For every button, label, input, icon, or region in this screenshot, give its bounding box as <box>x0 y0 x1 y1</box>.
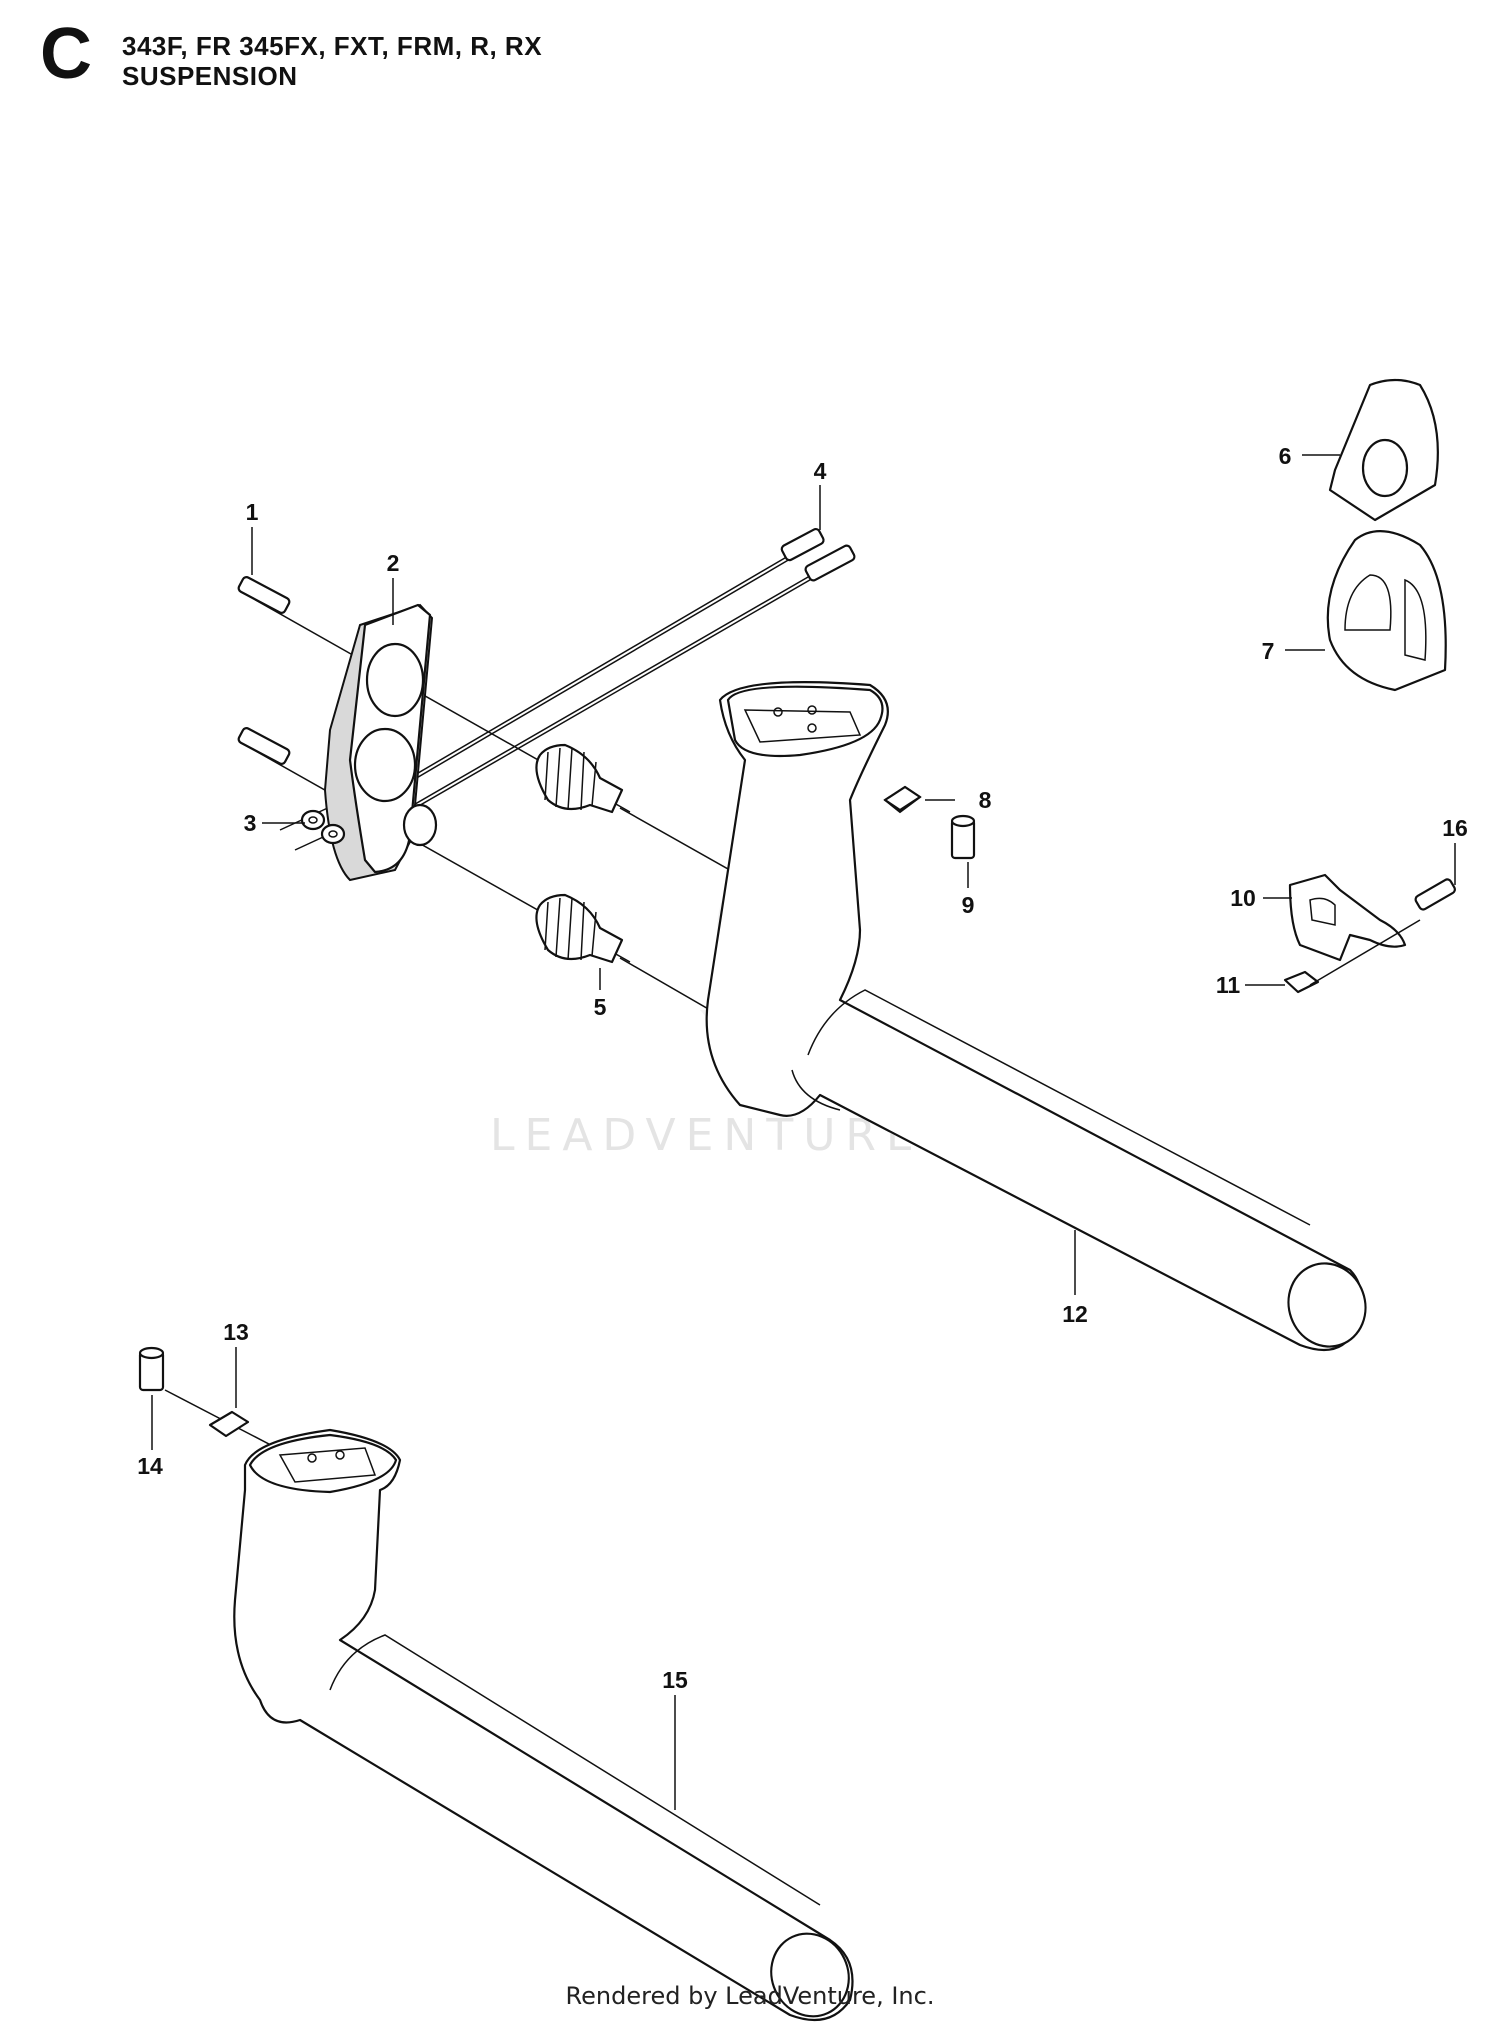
callout-9: 9 <box>962 892 975 918</box>
callout-2: 2 <box>387 550 400 576</box>
section-title: SUSPENSION <box>122 60 298 91</box>
part-8-square-nut <box>883 785 922 814</box>
callout-12: 12 <box>1062 1301 1088 1327</box>
part-6-clamp-top <box>1328 378 1439 522</box>
watermark-text: LEADVENTURE <box>490 1110 924 1161</box>
callout-14: 14 <box>137 1453 163 1479</box>
callout-16: 16 <box>1442 815 1468 841</box>
part-2-bracket <box>323 603 438 882</box>
part-10-clip <box>1288 873 1407 962</box>
part-7-clamp-band <box>1326 530 1447 692</box>
callout-7: 7 <box>1262 638 1275 664</box>
part-4-long-bolts <box>348 527 856 838</box>
part-14-spacer <box>138 1346 165 1392</box>
callout-4: 4 <box>814 458 827 484</box>
part-15-handle <box>233 1428 854 2022</box>
callout-5: 5 <box>594 994 607 1020</box>
section-letter: C <box>40 14 92 94</box>
callout-6: 6 <box>1279 443 1292 469</box>
part-9-spacer <box>950 814 976 860</box>
callout-11: 11 <box>1216 972 1241 998</box>
callout-13: 13 <box>223 1319 249 1345</box>
part-3-nuts <box>300 809 346 845</box>
callout-10: 10 <box>1230 885 1256 911</box>
part-1-bolts <box>237 576 291 765</box>
callout-15: 15 <box>662 1667 688 1693</box>
callout-1: 1 <box>246 499 259 525</box>
part-16-screw <box>1309 878 1456 986</box>
callout-3: 3 <box>244 810 257 836</box>
model-line: 343F, FR 345FX, FXT, FRM, R, RX <box>122 31 543 61</box>
diagram-header: 343F, FR 345FX, FXT, FRM, R, RX SUSPENSI… <box>122 31 543 92</box>
callout-8: 8 <box>979 787 992 813</box>
part-11-nut <box>1283 970 1320 994</box>
leader-lines <box>151 454 1456 1810</box>
footer-credit: Rendered by LeadVenture, Inc. <box>565 1982 935 2010</box>
callout-labels: 1 2 3 4 5 6 7 8 9 10 11 12 13 14 15 16 <box>137 443 1468 1693</box>
part-5-springs <box>535 743 624 964</box>
part-12-handle <box>705 681 1367 1352</box>
